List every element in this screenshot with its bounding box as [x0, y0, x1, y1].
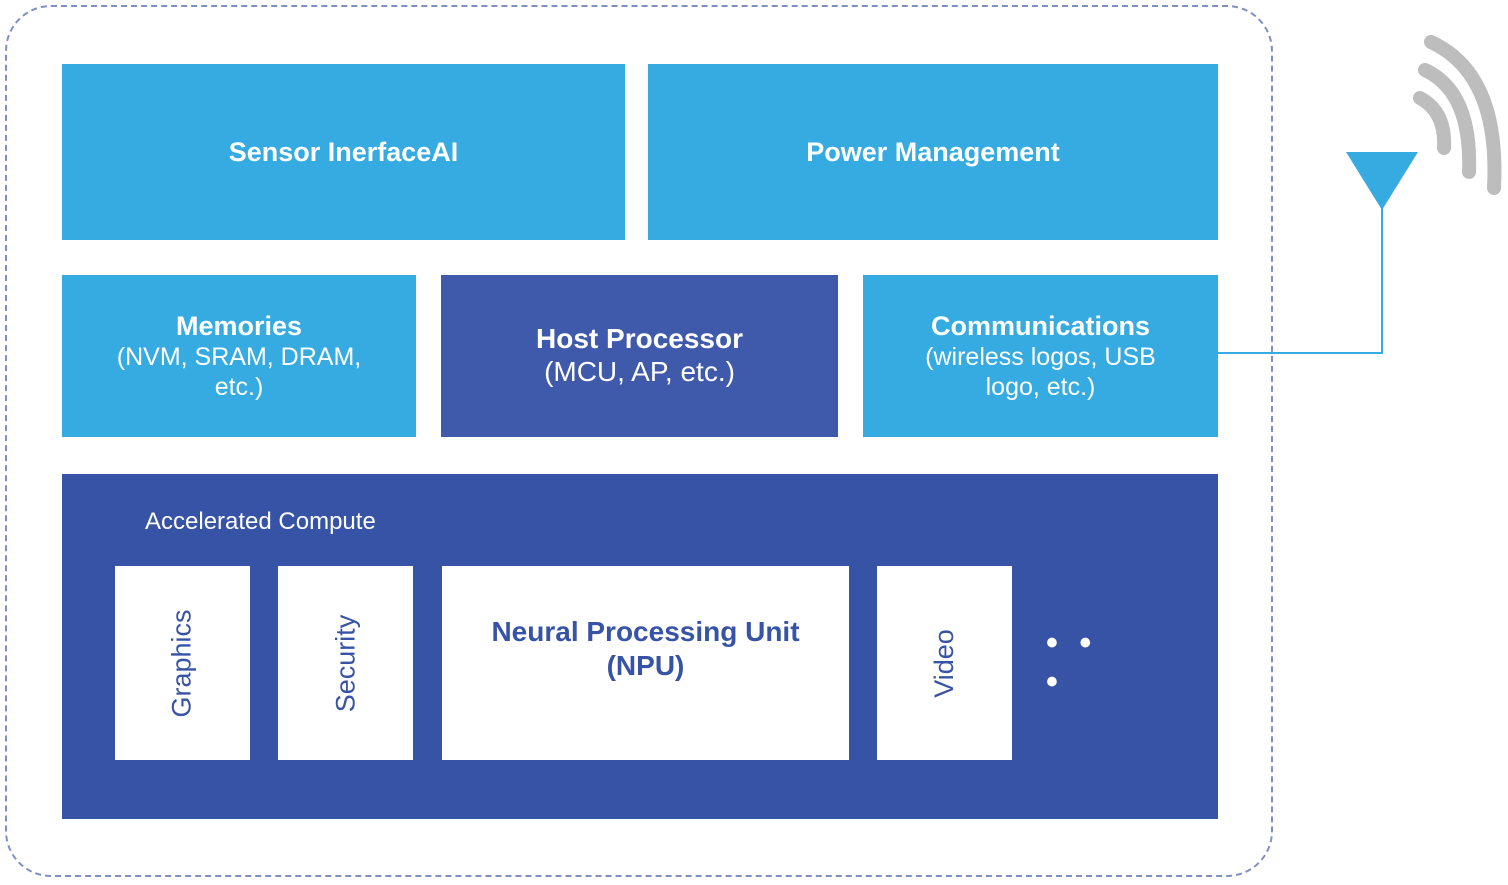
security-unit: Security [278, 566, 413, 760]
communications-block: Communications (wireless logos, USB logo… [863, 275, 1218, 437]
accelerated-compute-block: Accelerated Compute Graphics Security Ne… [62, 474, 1218, 819]
memories-subtitle-line2: etc.) [214, 373, 264, 401]
power-management-title: Power Management [806, 137, 1060, 167]
security-label: Security [329, 614, 360, 712]
sensor-interface-title: Sensor InerfaceAI [228, 137, 459, 167]
host-processor-title: Host Processor [536, 323, 743, 354]
npu-unit: Neural Processing Unit (NPU) [442, 566, 849, 760]
communications-title: Communications [930, 311, 1151, 341]
graphics-label: Graphics [166, 608, 197, 718]
memories-subtitle-line1: (NVM, SRAM, DRAM, [116, 343, 362, 371]
communications-subtitle-line1: (wireless logos, USB [925, 343, 1156, 371]
npu-title: Neural Processing Unit [491, 616, 800, 647]
host-processor-block: Host Processor (MCU, AP, etc.) [441, 275, 838, 437]
npu-subtitle: (NPU) [606, 650, 685, 681]
wireless-antenna-icon [1346, 152, 1418, 210]
signal-waves-icon [1413, 35, 1502, 195]
more-units-ellipsis: • • • [1046, 624, 1098, 701]
system-boundary-frame [5, 5, 1273, 877]
communications-subtitle-line2: logo, etc.) [985, 373, 1096, 401]
memories-title: Memories [175, 311, 303, 341]
graphics-unit: Graphics [115, 566, 250, 760]
video-unit: Video [877, 566, 1012, 760]
accelerated-compute-label: Accelerated Compute [145, 508, 376, 535]
power-management-block: Power Management [648, 64, 1218, 240]
host-processor-subtitle: (MCU, AP, etc.) [544, 356, 735, 387]
sensor-interface-block: Sensor InerfaceAI [62, 64, 625, 240]
video-label: Video [928, 628, 959, 698]
memories-block: Memories (NVM, SRAM, DRAM, etc.) [62, 275, 416, 437]
